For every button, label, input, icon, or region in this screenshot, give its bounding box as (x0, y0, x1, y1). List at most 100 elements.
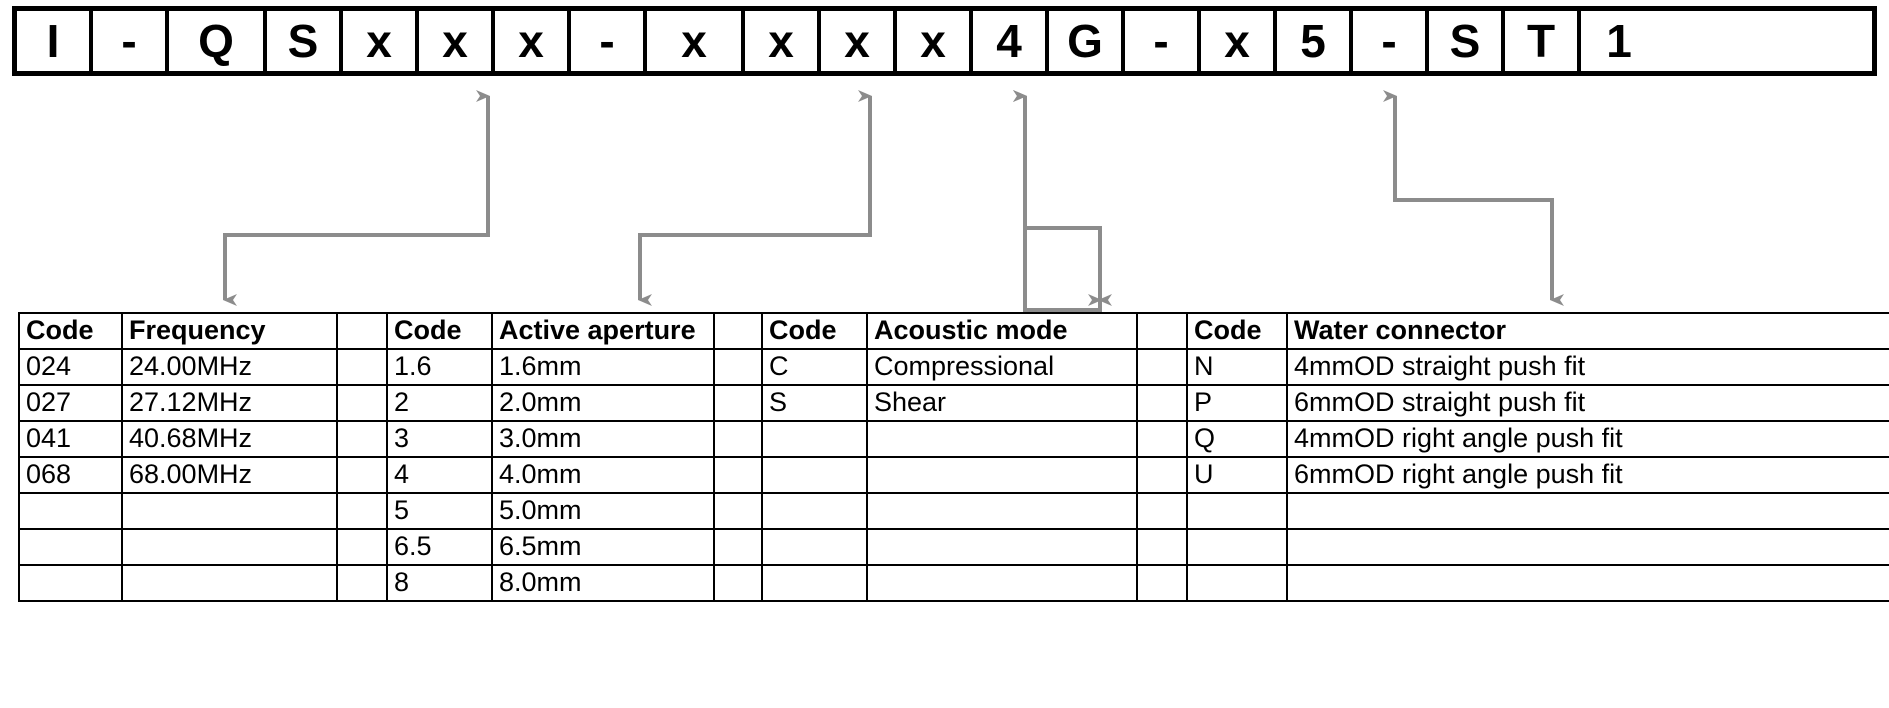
part-number-char-2: Q (169, 11, 267, 71)
header-acoustic-value: Acoustic mode (866, 312, 1138, 350)
cell-acoustic-code (761, 456, 868, 494)
spacer-cell (336, 492, 388, 530)
part-number-char-16: 5 (1277, 11, 1353, 71)
part-number-char-7: - (571, 11, 647, 71)
spacer-cell (336, 384, 388, 422)
spacer-cell-2 (713, 312, 763, 350)
table-header-row: Code Frequency Code Active aperture Code… (18, 312, 1889, 350)
spacer-cell-3 (1136, 312, 1188, 350)
cell-water-value: 6mmOD straight push fit (1286, 384, 1889, 422)
cell-water-value: 4mmOD right angle push fit (1286, 420, 1889, 458)
cell-frequency-code: 027 (18, 384, 123, 422)
cell-frequency-value: 24.00MHz (121, 348, 338, 386)
table-row: 6.5 6.5mm (18, 528, 1889, 566)
cell-water-value: 4mmOD straight push fit (1286, 348, 1889, 386)
header-aperture-value: Active aperture (491, 312, 715, 350)
header-acoustic-code: Code (761, 312, 868, 350)
part-number-char-15: x (1201, 11, 1277, 71)
cell-acoustic-value: Shear (866, 384, 1138, 422)
spacer-cell (336, 420, 388, 458)
part-number-char-5: x (419, 11, 495, 71)
cell-frequency-code (18, 564, 123, 602)
cell-aperture-code: 2 (386, 384, 493, 422)
cell-aperture-value: 8.0mm (491, 564, 715, 602)
cell-aperture-code: 1.6 (386, 348, 493, 386)
part-number-char-18: S (1429, 11, 1505, 71)
leader-water-connector (1383, 90, 1564, 306)
part-number-char-10: x (821, 11, 897, 71)
cell-water-code: Q (1186, 420, 1288, 458)
cell-aperture-value: 3.0mm (491, 420, 715, 458)
cell-frequency-value: 27.12MHz (121, 384, 338, 422)
cell-acoustic-value (866, 564, 1138, 602)
part-number-char-20: 1 (1581, 11, 1657, 71)
leader-acoustic-mode (1013, 90, 1112, 312)
cell-water-code: N (1186, 348, 1288, 386)
cell-water-code: U (1186, 456, 1288, 494)
cell-aperture-value: 2.0mm (491, 384, 715, 422)
cell-frequency-code (18, 528, 123, 566)
leader-frequency (223, 90, 490, 306)
cell-aperture-value: 5.0mm (491, 492, 715, 530)
cell-frequency-code: 041 (18, 420, 123, 458)
cell-frequency-code: 024 (18, 348, 123, 386)
part-number-char-19: T (1505, 11, 1581, 71)
spacer-cell (336, 456, 388, 494)
cell-water-value (1286, 528, 1889, 566)
header-water-code: Code (1186, 312, 1288, 350)
table-row: 8 8.0mm (18, 564, 1889, 602)
cell-acoustic-value (866, 420, 1138, 458)
cell-frequency-value (121, 564, 338, 602)
spacer-cell (713, 348, 763, 386)
spacer-cell (713, 384, 763, 422)
cell-aperture-value: 6.5mm (491, 528, 715, 566)
header-water-value: Water connector (1286, 312, 1889, 350)
cell-aperture-value: 1.6mm (491, 348, 715, 386)
cell-acoustic-code: S (761, 384, 868, 422)
part-number-char-11: x (897, 11, 973, 71)
cell-aperture-code: 3 (386, 420, 493, 458)
spacer-cell (1136, 420, 1188, 458)
part-number-char-4: x (343, 11, 419, 71)
spacer-cell (713, 420, 763, 458)
spacer-cell (1136, 456, 1188, 494)
cell-aperture-code: 8 (386, 564, 493, 602)
cell-frequency-code: 068 (18, 456, 123, 494)
table-row: 068 68.00MHz 4 4.0mm U 6mmOD right angle… (18, 456, 1889, 494)
cell-water-value: 6mmOD right angle push fit (1286, 456, 1889, 494)
header-aperture-code: Code (386, 312, 493, 350)
cell-aperture-code: 6.5 (386, 528, 493, 566)
part-number-char-8: x (647, 11, 745, 71)
table-row: 027 27.12MHz 2 2.0mm S Shear P 6mmOD str… (18, 384, 1889, 422)
code-table: Code Frequency Code Active aperture Code… (18, 312, 1889, 602)
table-row: 041 40.68MHz 3 3.0mm Q 4mmOD right angle… (18, 420, 1889, 458)
cell-acoustic-value: Compressional (866, 348, 1138, 386)
part-number-char-14: - (1125, 11, 1201, 71)
spacer-cell (1136, 564, 1188, 602)
cell-water-code (1186, 492, 1288, 530)
cell-acoustic-code: C (761, 348, 868, 386)
spacer-cell (336, 528, 388, 566)
cell-aperture-code: 5 (386, 492, 493, 530)
cell-aperture-code: 4 (386, 456, 493, 494)
spacer-cell (1136, 492, 1188, 530)
spacer-cell (336, 564, 388, 602)
header-frequency-code: Code (18, 312, 123, 350)
cell-water-value (1286, 492, 1889, 530)
part-number-strip: I - Q S x x x - x x x x 4 G - x 5 - S T … (12, 6, 1877, 76)
cell-acoustic-code (761, 492, 868, 530)
spacer-cell (713, 564, 763, 602)
cell-water-code (1186, 528, 1288, 566)
spacer-cell (1136, 348, 1188, 386)
spacer-cell-1 (336, 312, 388, 350)
cell-frequency-value (121, 528, 338, 566)
part-number-char-0: I (17, 11, 93, 71)
header-frequency-value: Frequency (121, 312, 338, 350)
spacer-cell (336, 348, 388, 386)
part-number-char-6: x (495, 11, 571, 71)
spacer-cell (713, 456, 763, 494)
cell-water-code (1186, 564, 1288, 602)
table-row: 5 5.0mm (18, 492, 1889, 530)
cell-water-value (1286, 564, 1889, 602)
part-number-char-3: S (267, 11, 343, 71)
